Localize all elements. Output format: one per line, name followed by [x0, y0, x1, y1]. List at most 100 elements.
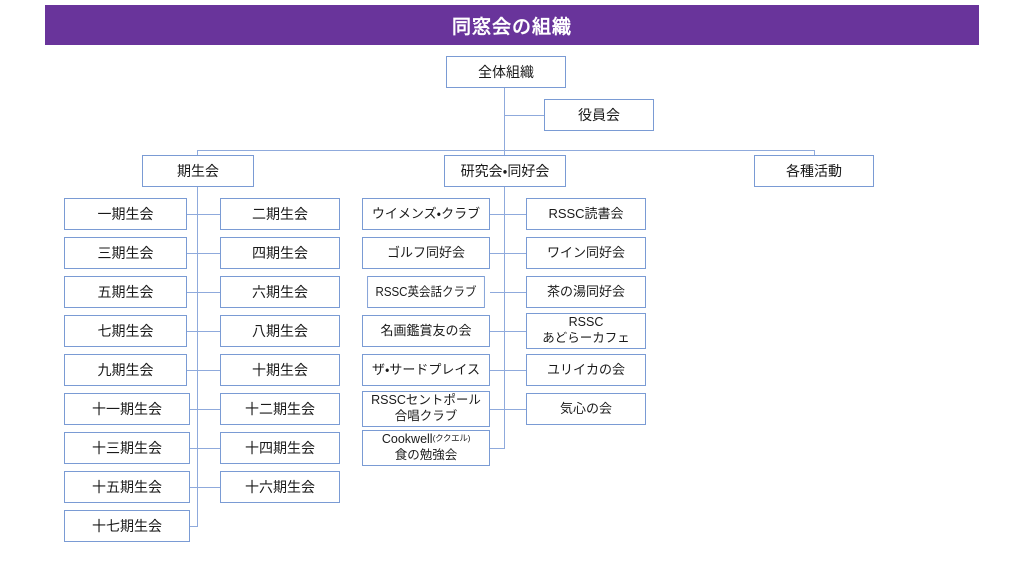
- node-kigokoro-club[interactable]: 気心の会: [526, 393, 646, 425]
- node-kenkyu-label: 研究会・同好会: [460, 162, 550, 179]
- connector-kenkyu-spine: [504, 187, 506, 449]
- node-film-club[interactable]: 名画鑑賞友の会: [362, 315, 490, 347]
- node-label-line1: RSSCセントポール: [371, 393, 481, 408]
- node-kisei-2[interactable]: 二期生会: [220, 198, 340, 230]
- node-kisei-16[interactable]: 十六期生会: [220, 471, 340, 503]
- node-label: 茶の湯同好会: [546, 283, 625, 299]
- node-tea-club[interactable]: 茶の湯同好会: [526, 276, 646, 308]
- node-label: 十五期生会: [92, 478, 162, 495]
- node-chorus-club[interactable]: RSSCセントポール 合唱クラブ: [362, 391, 490, 427]
- node-kenkyu[interactable]: 研究会・同好会: [444, 155, 566, 187]
- node-kisei-8[interactable]: 八期生会: [220, 315, 340, 347]
- node-kisei-12[interactable]: 十二期生会: [220, 393, 340, 425]
- node-reading-club[interactable]: RSSC読書会: [526, 198, 646, 230]
- connector-kenkyu-right-stub: [504, 331, 526, 333]
- node-label-multiline: RSSCセントポール 合唱クラブ: [363, 393, 489, 424]
- node-kakushu[interactable]: 各種活動: [754, 155, 874, 187]
- connector-kenkyu-left-stub: [490, 253, 505, 255]
- connector-root-spine: [504, 88, 506, 150]
- node-kisei-5[interactable]: 五期生会: [64, 276, 187, 308]
- connector-kisei-left-stub: [187, 214, 198, 216]
- node-label: 十二期生会: [245, 400, 315, 417]
- node-kisei-3[interactable]: 三期生会: [64, 237, 187, 269]
- node-eureka-club[interactable]: ユリイカの会: [526, 354, 646, 386]
- connector-kisei-right-stub: [197, 409, 220, 411]
- node-label: RSSC読書会: [548, 205, 624, 221]
- node-kisei-13[interactable]: 十三期生会: [64, 432, 190, 464]
- node-root-label: 全体組織: [478, 63, 534, 80]
- chart-title: 同窓会の組織: [451, 16, 572, 38]
- node-cookwell[interactable]: Cookwell(ククエル) 食の勉強会: [362, 430, 490, 466]
- connector-kisei-right-stub: [197, 331, 220, 333]
- connector-kisei-right-stub: [197, 292, 220, 294]
- connector-kisei-right-stub: [197, 448, 220, 450]
- node-kisei-7[interactable]: 七期生会: [64, 315, 187, 347]
- node-kisei-9[interactable]: 九期生会: [64, 354, 187, 386]
- node-kisei-4[interactable]: 四期生会: [220, 237, 340, 269]
- node-label: ザ・サードプレイス: [371, 361, 481, 377]
- node-kisei[interactable]: 期生会: [142, 155, 254, 187]
- node-label: 十六期生会: [245, 478, 315, 495]
- connector-kenkyu-left-stub: [490, 292, 505, 294]
- connector-kenkyu-right-stub: [504, 214, 526, 216]
- node-kisei-10[interactable]: 十期生会: [220, 354, 340, 386]
- node-label-line2: あどらーカフェ: [542, 331, 630, 345]
- node-third-place[interactable]: ザ・サードプレイス: [362, 354, 490, 386]
- node-kisei-15[interactable]: 十五期生会: [64, 471, 190, 503]
- connector-kisei-left-stub: [187, 292, 198, 294]
- connector-kisei-left-stub: [190, 487, 198, 489]
- connector-kisei-right-stub: [197, 370, 220, 372]
- connector-kenkyu-left-stub: [490, 409, 505, 411]
- node-label-line2: 合唱クラブ: [394, 409, 458, 423]
- node-label: ゴルフ同好会: [386, 244, 465, 260]
- node-label: 十三期生会: [92, 439, 162, 456]
- node-kakushu-label: 各種活動: [786, 162, 842, 179]
- cookwell-ruby: (ククエル): [432, 433, 471, 444]
- node-label: 十七期生会: [92, 517, 162, 534]
- node-kisei-14[interactable]: 十四期生会: [220, 432, 340, 464]
- node-womens-club[interactable]: ウイメンズ・クラブ: [362, 198, 490, 230]
- connector-kenkyu-left-stub: [490, 370, 505, 372]
- node-label-line2: 食の勉強会: [394, 448, 458, 462]
- node-board[interactable]: 役員会: [544, 99, 654, 131]
- connector-kisei-left-stub: [190, 448, 198, 450]
- node-kisei-11[interactable]: 十一期生会: [64, 393, 190, 425]
- node-kisei-6[interactable]: 六期生会: [220, 276, 340, 308]
- node-label: 気心の会: [559, 400, 612, 416]
- node-label: 五期生会: [97, 283, 154, 300]
- connector-kisei-left-stub: [187, 370, 198, 372]
- node-kisei-1[interactable]: 一期生会: [64, 198, 187, 230]
- node-adler-cafe[interactable]: RSSC あどらーカフェ: [526, 313, 646, 349]
- connector-level2-bus: [197, 150, 815, 152]
- node-label: 十四期生会: [245, 439, 315, 456]
- node-english-club[interactable]: RSSC英会話クラブ: [367, 276, 485, 308]
- connector-kenkyu-right-stub: [504, 292, 526, 294]
- node-label: RSSC英会話クラブ: [375, 284, 477, 299]
- node-label: 九期生会: [97, 361, 154, 378]
- connector-kenkyu-right-stub: [504, 409, 526, 411]
- node-label-multiline: RSSC あどらーカフェ: [527, 315, 645, 346]
- node-label: 一期生会: [97, 205, 154, 222]
- connector-kenkyu-left-stub: [490, 448, 505, 450]
- node-label-multiline: Cookwell(ククエル) 食の勉強会: [363, 432, 489, 463]
- connector-kisei-right-stub: [197, 253, 220, 255]
- connector-kenkyu-left-stub: [490, 331, 505, 333]
- node-kisei-label: 期生会: [177, 162, 219, 179]
- node-label: 十期生会: [252, 361, 308, 378]
- node-label: 七期生会: [97, 322, 154, 339]
- node-label: ユリイカの会: [546, 361, 625, 377]
- connector-kisei-left-stub: [187, 253, 198, 255]
- node-label: ワイン同好会: [546, 244, 625, 260]
- node-wine-club[interactable]: ワイン同好会: [526, 237, 646, 269]
- node-root[interactable]: 全体組織: [446, 56, 566, 88]
- connector-kenkyu-right-stub: [504, 253, 526, 255]
- connector-kisei-right-stub: [197, 214, 220, 216]
- node-golf-club[interactable]: ゴルフ同好会: [362, 237, 490, 269]
- node-kisei-17[interactable]: 十七期生会: [64, 510, 190, 542]
- connector-kenkyu-left-stub: [490, 214, 505, 216]
- cookwell-name: Cookwell: [381, 432, 433, 447]
- node-label: 八期生会: [252, 322, 308, 339]
- connector-kisei-right-stub: [197, 487, 220, 489]
- node-board-label: 役員会: [578, 106, 620, 123]
- connector-kenkyu-right-stub: [504, 370, 526, 372]
